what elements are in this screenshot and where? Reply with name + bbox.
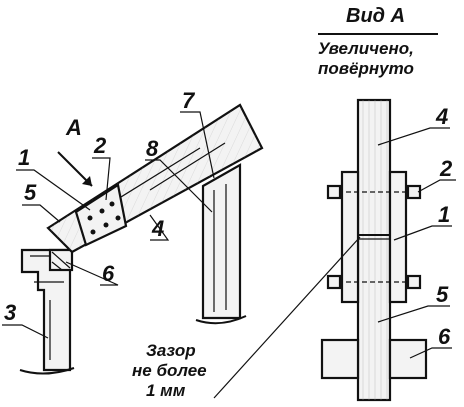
view-label-4: 4 (435, 104, 448, 129)
gap-note-leader (213, 236, 361, 399)
bolts (326, 184, 422, 290)
base-block-left (320, 338, 360, 380)
gap-note-line-2: не более (132, 361, 207, 380)
label-7: 7 (182, 88, 196, 113)
label-5: 5 (24, 180, 37, 205)
label-4: 4 (151, 216, 164, 241)
support-post (195, 163, 247, 325)
view-label-2: 2 (439, 156, 453, 181)
view-subtitle-2: повёрнуто (318, 59, 414, 78)
rafter-section-grain (358, 100, 390, 400)
left-assembly-view: А 1 2 3 4 5 6 7 8 (2, 88, 264, 375)
wall-post (19, 248, 75, 375)
left-leader-lines (2, 111, 215, 339)
nail-plate (74, 183, 128, 247)
view-arrow-head (82, 176, 92, 186)
block-hatch (51, 251, 71, 271)
view-label-5: 5 (436, 282, 449, 307)
view-title: Вид А (346, 5, 405, 27)
label-1: 1 (18, 145, 30, 170)
right-leader-lines (377, 127, 456, 359)
view-subtitle-1: Увеличено, (318, 39, 414, 58)
label-3: 3 (4, 300, 16, 325)
view-a: Вид А Увеличено, повёрнуто (132, 5, 456, 402)
gap-note-line-3: 1 мм (146, 381, 186, 400)
view-label-6: 6 (438, 324, 451, 349)
base-block-right (388, 338, 428, 380)
label-8: 8 (146, 136, 159, 161)
plate-nails (87, 201, 121, 235)
view-label-1: 1 (438, 202, 450, 227)
label-2: 2 (93, 133, 107, 158)
gap-note-line-1: Зазор (146, 341, 196, 360)
view-arrow-label: А (65, 115, 82, 140)
side-plate-left (340, 170, 360, 304)
side-plate-right (388, 170, 408, 304)
label-6: 6 (102, 261, 115, 286)
